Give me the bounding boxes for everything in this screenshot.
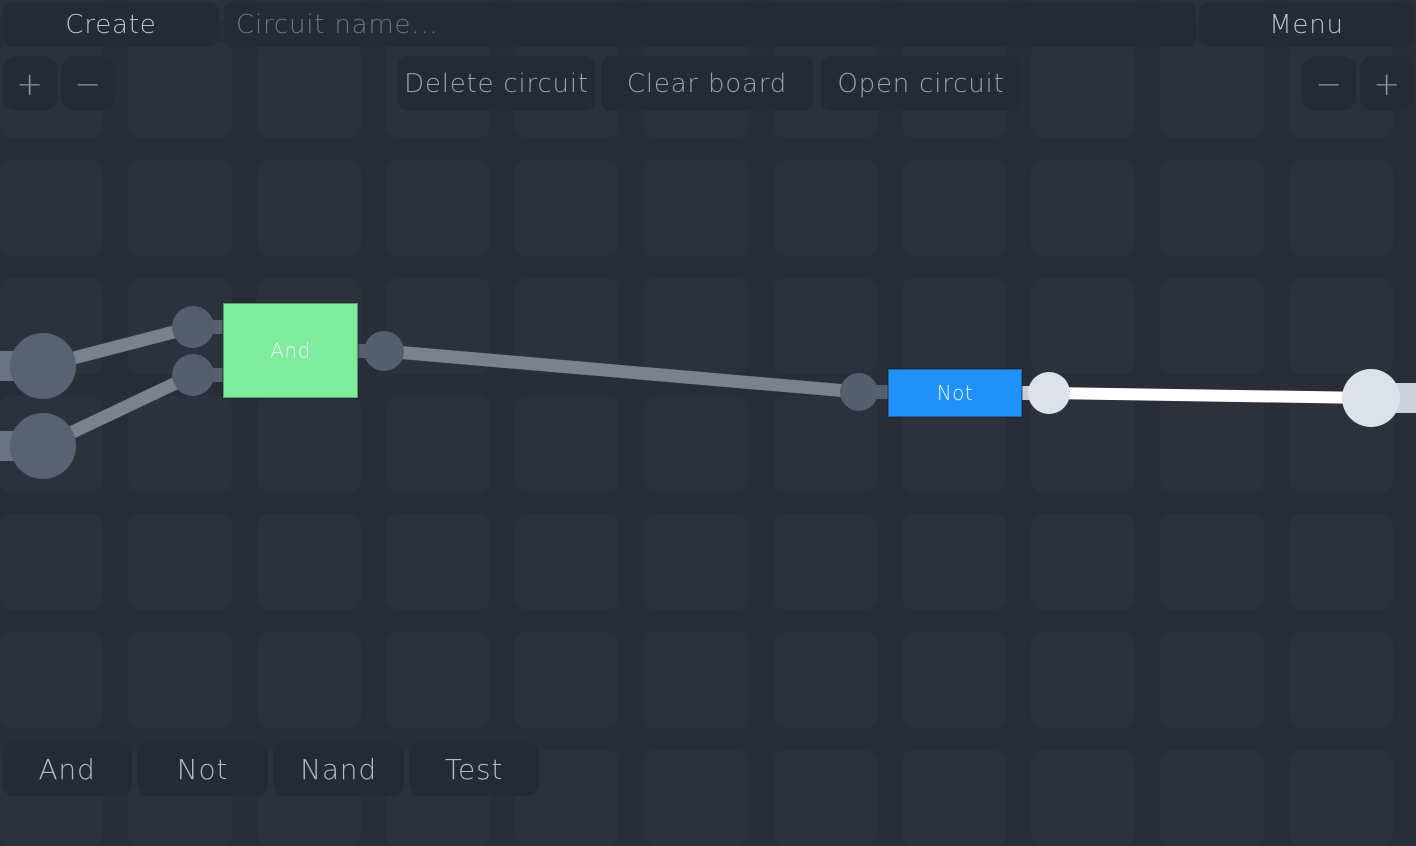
gate-label-and: And <box>270 339 311 363</box>
palette-item-not[interactable]: Not <box>137 742 268 796</box>
palette-item-and[interactable]: And <box>2 742 132 796</box>
delete-circuit-button[interactable]: Delete circuit <box>398 56 595 111</box>
zoom-in-button-right[interactable]: + <box>1360 56 1414 111</box>
palette-item-nand[interactable]: Nand <box>273 742 404 796</box>
clear-board-button[interactable]: Clear board <box>601 56 813 111</box>
output-node-active[interactable] <box>1342 369 1400 427</box>
gate-and[interactable] <box>222 302 359 399</box>
gate-not[interactable] <box>887 368 1023 418</box>
input-node[interactable] <box>10 413 76 479</box>
gate-label-not: Not <box>937 381 974 405</box>
zoom-in-button-left[interactable]: + <box>3 56 57 111</box>
create-button[interactable]: Create <box>3 2 219 47</box>
not-input-pin[interactable] <box>840 373 878 411</box>
zoom-out-button-right[interactable]: − <box>1302 56 1356 111</box>
menu-button[interactable]: Menu <box>1199 2 1414 47</box>
input-node[interactable] <box>10 333 76 399</box>
and-output-pin[interactable] <box>364 331 404 371</box>
wire-off[interactable] <box>377 344 866 399</box>
wire-on[interactable] <box>1043 387 1377 404</box>
open-circuit-button[interactable]: Open circuit <box>821 56 1021 111</box>
palette-item-test[interactable]: Test <box>409 742 539 796</box>
zoom-out-button-left[interactable]: − <box>61 56 115 111</box>
not-output-pin-active[interactable] <box>1028 372 1070 414</box>
and-input-pin[interactable] <box>172 354 214 396</box>
circuit-name-input[interactable] <box>224 2 1196 47</box>
and-input-pin[interactable] <box>172 306 214 348</box>
